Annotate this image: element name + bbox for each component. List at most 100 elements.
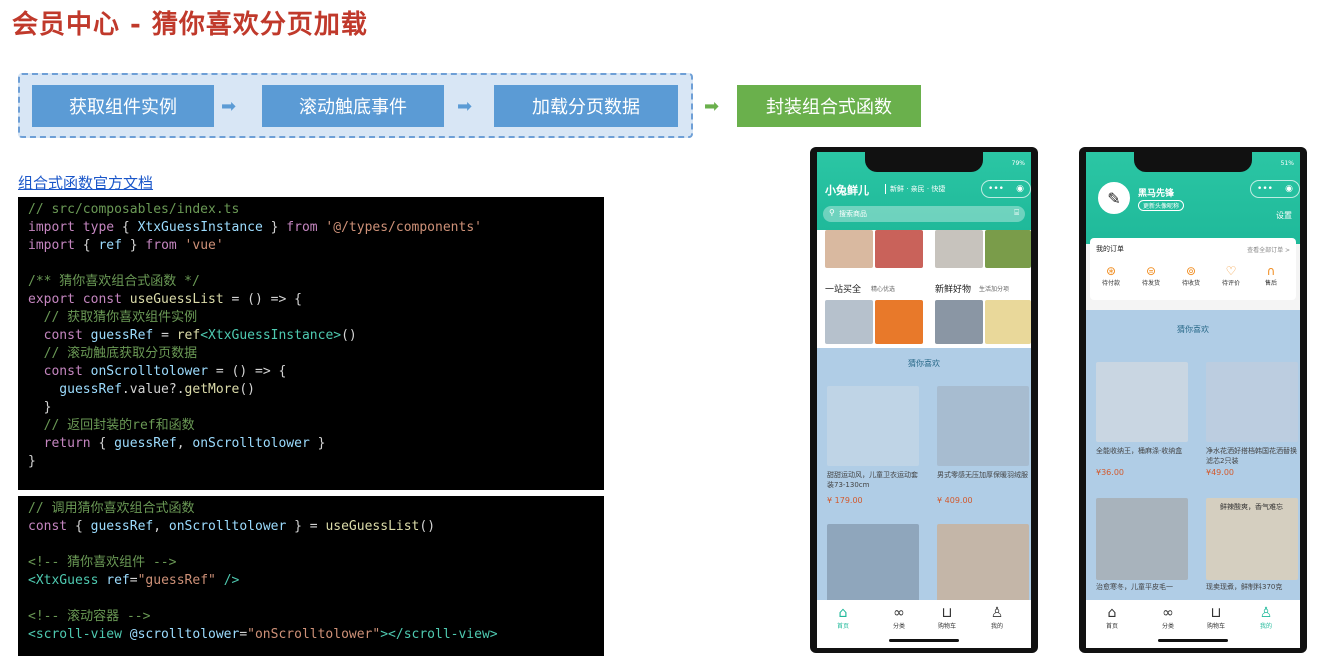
goods-name[interactable]: 现卖现煮，鲜制料370克 <box>1206 583 1283 591</box>
doc-link[interactable]: 组合式函数官方文档 <box>18 174 154 192</box>
guess-overlay: 猜你喜欢 全能收纳王，桶麻涤·收纳盒 净水花洒好搭档韩国花洒替换滤芯2只装 ¥3… <box>1086 310 1300 600</box>
goods-image[interactable]: 鲜辣酸爽，香气难忘 <box>1206 498 1298 580</box>
tab-cart[interactable]: ⊔购物车 <box>927 605 967 630</box>
code-token: "onScrolltolower" <box>247 627 381 642</box>
avatar[interactable]: ✎ <box>1098 182 1130 214</box>
panel-image[interactable] <box>875 300 923 344</box>
goods-name[interactable]: 治愈寒冬，儿童平皮毛一 <box>1096 583 1173 591</box>
scan-icon[interactable]: ⌸ <box>1014 208 1019 217</box>
code-token: } <box>121 238 146 253</box>
goods-image[interactable] <box>1206 362 1298 442</box>
code-token: onScrolltolower <box>82 364 209 379</box>
more-icon[interactable]: ••• <box>1257 184 1273 194</box>
phone-home: 79% 小兔鲜儿 新鲜 · 亲民 · 快捷 •••◉ ⚲ 搜索商品 ⌸ 一站买全… <box>810 147 1038 653</box>
more-icon[interactable]: ••• <box>988 184 1004 194</box>
tab-category[interactable]: ∞分类 <box>1148 605 1188 630</box>
order-pay[interactable]: ⊛待付款 <box>1096 264 1126 287</box>
panel-image[interactable] <box>985 230 1031 268</box>
order-review[interactable]: ♡待评价 <box>1216 264 1246 287</box>
goods-name[interactable]: 男式零感无压加厚保暖羽绒服 <box>937 471 1028 479</box>
goods-image[interactable] <box>1096 498 1188 580</box>
code-token: import type <box>28 220 115 235</box>
goods-image[interactable] <box>827 524 919 604</box>
tab-bar: ⌂首页 ∞分类 ⊔购物车 ♙我的 <box>1086 600 1300 648</box>
code-token: , <box>176 436 193 451</box>
tab-my[interactable]: ♙我的 <box>1246 605 1286 630</box>
goods-image[interactable] <box>937 524 1029 604</box>
tab-my[interactable]: ♙我的 <box>977 605 1017 630</box>
mini-program-capsule[interactable]: ••• ◉ <box>1250 180 1300 198</box>
code-token: { <box>114 220 138 235</box>
panel-title: 一站买全 <box>825 285 862 295</box>
code-token: import <box>28 238 75 253</box>
code-token: { <box>74 238 99 253</box>
tab-cart[interactable]: ⊔购物车 <box>1196 605 1236 630</box>
code-token: guessRef <box>90 519 154 534</box>
code-token: { <box>90 436 115 451</box>
code-token: () <box>419 519 436 534</box>
orders-all-link[interactable]: 查看全部订单 > <box>1247 247 1290 254</box>
order-ship[interactable]: ⊜待发货 <box>1136 264 1166 287</box>
goods-image[interactable] <box>937 386 1029 466</box>
code-token: = <box>239 627 248 642</box>
panel-image[interactable] <box>875 230 923 268</box>
tab-home[interactable]: ⌂首页 <box>823 605 863 630</box>
tab-category[interactable]: ∞分类 <box>879 605 919 630</box>
code-line: // src/composables/index.ts <box>28 202 240 217</box>
panel-subtitle: 生活加分项 <box>979 286 1010 293</box>
code-token: onScrolltolower <box>192 436 310 451</box>
cart-icon: ⊔ <box>941 605 953 621</box>
goods-name[interactable]: 全能收纳王，桶麻涤·收纳盒 <box>1096 447 1183 455</box>
code-token: const <box>28 519 68 534</box>
code-token: ref <box>176 328 201 343</box>
panel-image[interactable] <box>825 230 873 268</box>
goods-price: ¥ 179.00 <box>827 496 863 505</box>
goods-name[interactable]: 甜甜运动风，儿童卫衣运动套装73-130cm <box>827 471 918 489</box>
tab-home[interactable]: ⌂首页 <box>1092 605 1132 630</box>
category-icon: ∞ <box>893 605 905 621</box>
step-get-instance: 获取组件实例 <box>32 85 214 127</box>
close-circle-icon[interactable]: ◉ <box>1285 184 1293 194</box>
code-token: } <box>309 436 326 451</box>
code-token: = () => { <box>208 364 287 379</box>
code-token: guessRef <box>28 382 122 397</box>
arrow-icon: ➡ <box>221 96 237 117</box>
phone-notch <box>1134 152 1252 172</box>
panel-image[interactable] <box>825 300 873 344</box>
panel-image[interactable] <box>935 300 983 344</box>
code-token: onScrolltolower <box>168 519 287 534</box>
page-title: 会员中心 - 猜你喜欢分页加载 <box>12 10 368 40</box>
close-circle-icon[interactable]: ◉ <box>1016 184 1024 194</box>
guess-overlay: 猜你喜欢 甜甜运动风，儿童卫衣运动套装73-130cm 男式零感无压加厚保暖羽绒… <box>817 348 1031 604</box>
code-block-usage: // 调用猜你喜欢组合式函数 const { guessRef, onScrol… <box>18 496 604 656</box>
settings-link[interactable]: 设置 <box>1276 211 1292 220</box>
home-indicator <box>1158 639 1228 642</box>
home-indicator <box>889 639 959 642</box>
goods-image[interactable] <box>827 386 919 466</box>
goods-image[interactable] <box>1096 362 1188 442</box>
panel-image[interactable] <box>935 230 983 268</box>
code-line: /** 猜你喜欢组合式函数 */ <box>28 274 200 289</box>
order-label: 待收货 <box>1181 280 1200 287</box>
category-icon: ∞ <box>1162 605 1174 621</box>
poster-text: 鲜辣酸爽，香气难忘 <box>1220 503 1283 511</box>
code-block-composable: // src/composables/index.ts import type … <box>18 197 604 490</box>
search-bar[interactable]: ⚲ 搜索商品 ⌸ <box>823 206 1025 222</box>
code-token: 'vue' <box>176 238 224 253</box>
order-aftersale[interactable]: ∩售后 <box>1256 264 1286 287</box>
step-load-page: 加载分页数据 <box>494 85 678 127</box>
order-receive[interactable]: ⊚待收货 <box>1176 264 1206 287</box>
goods-name[interactable]: 净水花洒好搭档韩国花洒替换滤芯2只装 <box>1206 447 1297 465</box>
hot-panels: 一站买全 精心优选 新鲜好物 生活加分项 <box>817 230 1031 348</box>
arrow-icon: ➡ <box>704 96 720 117</box>
code-token: useGuessList <box>121 292 224 307</box>
code-line: <!-- 猜你喜欢组件 --> <box>28 555 177 570</box>
arrow-icon: ➡ <box>457 96 473 117</box>
panel-image[interactable] <box>985 300 1031 344</box>
order-label: 待评价 <box>1221 280 1240 287</box>
mini-program-capsule[interactable]: ••• ◉ <box>981 180 1031 198</box>
code-token: from <box>286 220 318 235</box>
panel-title: 新鲜好物 <box>935 285 972 295</box>
update-profile-badge[interactable]: 更新头像昵称 <box>1138 200 1185 211</box>
tab-label: 首页 <box>836 623 849 630</box>
